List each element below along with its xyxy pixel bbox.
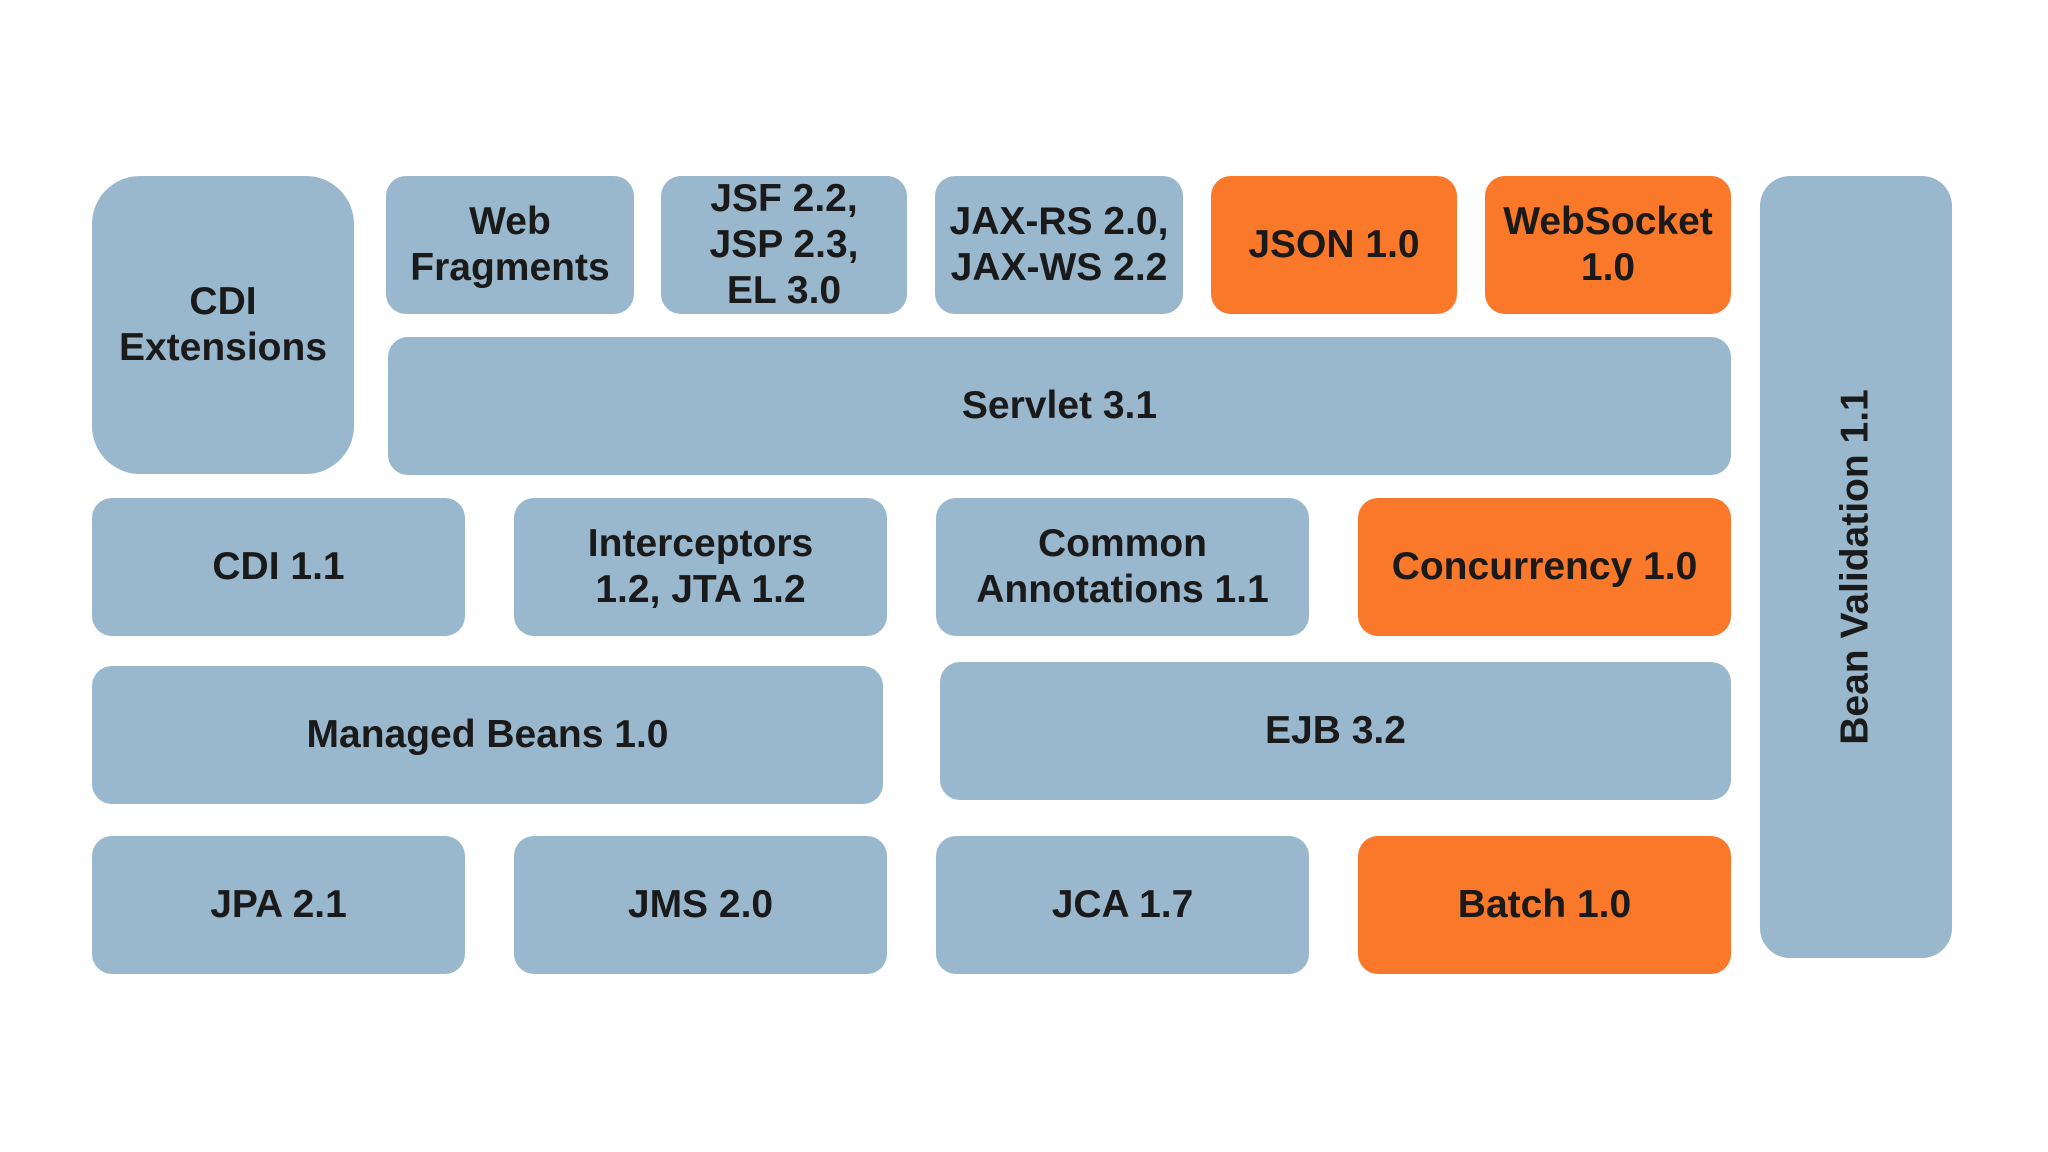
servlet-box: Servlet 3.1 (388, 337, 1731, 475)
jpa-box: JPA 2.1 (92, 836, 465, 974)
managed-beans-label: Managed Beans 1.0 (306, 713, 669, 756)
cdi-extensions-box: CDI Extensions (92, 176, 354, 474)
jpa-label: JPA 2.1 (210, 883, 347, 926)
jca-box: JCA 1.7 (936, 836, 1309, 974)
jms-label: JMS 2.0 (627, 883, 774, 926)
websocket-box: WebSocket 1.0 (1485, 176, 1731, 314)
batch-box: Batch 1.0 (1358, 836, 1731, 974)
web-fragments-label: Web Fragments (410, 200, 610, 289)
ejb-box: EJB 3.2 (940, 662, 1731, 800)
servlet-label: Servlet 3.1 (961, 384, 1158, 427)
common-annotations-label: Common Annotations 1.1 (976, 522, 1269, 611)
cdi-box: CDI 1.1 (92, 498, 465, 636)
jca-label: JCA 1.7 (1051, 883, 1194, 926)
interceptors-jta-label: Interceptors 1.2, JTA 1.2 (587, 522, 814, 611)
jms-box: JMS 2.0 (514, 836, 887, 974)
web-fragments-box: Web Fragments (386, 176, 634, 314)
websocket-label: WebSocket 1.0 (1503, 200, 1713, 289)
json-box: JSON 1.0 (1211, 176, 1457, 314)
bean-validation-label: Bean Validation 1.1 (1834, 389, 1877, 745)
cdi-extensions-label: CDI Extensions (118, 280, 328, 369)
interceptors-jta-box: Interceptors 1.2, JTA 1.2 (514, 498, 887, 636)
jaxrs-jaxws-label: JAX-RS 2.0, JAX-WS 2.2 (949, 200, 1169, 289)
cdi-label: CDI 1.1 (212, 545, 345, 588)
jsf-jsp-el-box: JSF 2.2, JSP 2.3, EL 3.0 (661, 176, 907, 314)
common-annotations-box: Common Annotations 1.1 (936, 498, 1309, 636)
json-label: JSON 1.0 (1248, 223, 1420, 266)
jaxrs-jaxws-box: JAX-RS 2.0, JAX-WS 2.2 (935, 176, 1183, 314)
batch-label: Batch 1.0 (1457, 883, 1632, 926)
concurrency-box: Concurrency 1.0 (1358, 498, 1731, 636)
managed-beans-box: Managed Beans 1.0 (92, 666, 883, 804)
ejb-label: EJB 3.2 (1265, 709, 1406, 752)
bean-validation-box: Bean Validation 1.1 (1760, 176, 1952, 958)
jsf-jsp-el-label: JSF 2.2, JSP 2.3, EL 3.0 (709, 177, 859, 312)
concurrency-label: Concurrency 1.0 (1391, 545, 1698, 588)
